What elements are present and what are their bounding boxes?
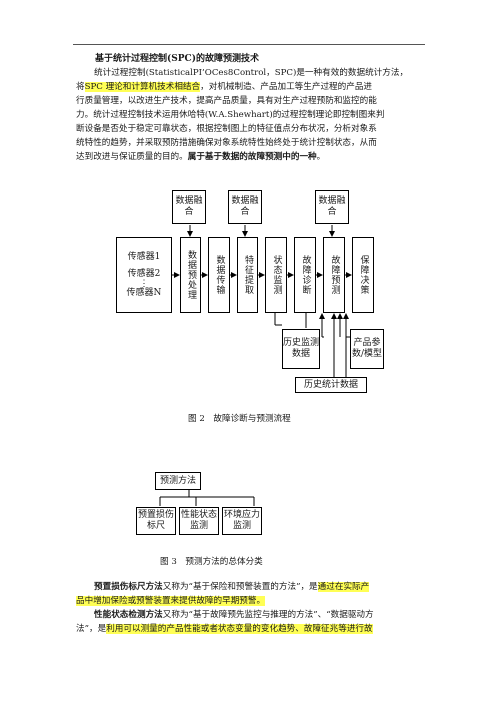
highlight-damage-1: 通过在实际产 (317, 582, 370, 592)
text: 法”，是 (76, 624, 107, 634)
figure-3-caption: 图 3 预测方法的总体分类 (160, 557, 263, 567)
text: 又称为“基于故障预先监控与推理的方法”、“数据驱动方 (162, 610, 374, 620)
predict-method-root: 预测方法 (155, 472, 201, 490)
bold-conclusion: 属于基于数据的故障预测中的一种 (187, 152, 317, 162)
diagnose-label: 故障诊断 (300, 255, 311, 295)
decision-box: 保障决策 (352, 237, 374, 313)
monitor-label: 状态监测 (271, 255, 282, 295)
sensor-2: 传感器2 (127, 268, 161, 279)
history-monitor-box: 历史监测数据 (282, 329, 320, 369)
decision-label: 保障决策 (358, 255, 369, 295)
text: 。 (316, 152, 326, 162)
text: ，对机械制造、产品加工等生产过程的产品进 (200, 82, 373, 92)
data-fusion-box-2: 数据融合 (228, 190, 262, 224)
method-damage-scale: 预置损伤标尺 (136, 507, 176, 535)
figure-2-caption: 图 2 故障诊断与预测流程 (188, 414, 291, 424)
sensor-ellipsis: ⋮ (139, 278, 149, 289)
method-performance-monitor: 性能状态监测 (179, 507, 219, 535)
bold-term-damage: 预置损伤标尺方法 (94, 582, 163, 592)
highlight-performance: 利用可以测量的产品性能或者状态变量的变化趋势、故障征兆等进行故 (106, 624, 373, 634)
data-fusion-box-1: 数据融合 (172, 190, 206, 224)
transmit-label: 数据传输 (214, 255, 225, 295)
section-title: 基于统计过程控制(SPC)的故障预测技术 (95, 54, 259, 64)
preprocess-box: 数据预处理 (180, 237, 201, 313)
para1-line6: 统特性的趋势，并采取预防措施确保对象系统特性始终处于统计控制状态，从而 (76, 138, 377, 148)
text: 将 (76, 82, 85, 92)
predict-box: 故障预测 (323, 237, 345, 313)
transmit-box: 数据传输 (208, 237, 230, 313)
para1-line5: 断设备是否处于稳定可靠状态，根据控制图上的特征值点分布状况，分析对象系 (76, 124, 377, 134)
para2-line2: 品中增加保险或预警装置来提供故障的早期预警。 (76, 595, 421, 609)
diagnose-box: 故障诊断 (294, 237, 316, 313)
predict-label: 故障预测 (329, 255, 340, 295)
feature-box: 特征提取 (237, 237, 258, 313)
para1-line1: 统计过程控制(StatisticalPI’OCes8Control，SPC)是一… (94, 68, 409, 78)
sensors-box: 传感器1 传感器2 ⋮ 传感器N (116, 237, 172, 313)
product-params-box: 产品参数/模型 (350, 329, 384, 369)
header-rule (73, 44, 425, 45)
feature-label: 特征提取 (243, 255, 253, 295)
bold-term-performance: 性能状态检测方法 (94, 610, 163, 620)
data-fusion-box-3: 数据融合 (315, 190, 349, 224)
para2-line1: 预置损伤标尺方法又称为“基于保险和预警装置的方法”，是通过在实际产 (76, 581, 421, 595)
monitor-box: 状态监测 (265, 237, 287, 313)
preprocess-label: 数据预处理 (186, 250, 196, 300)
para1-line3: 行质量管理，以改进生产技术，提高产品质量，具有对生产过程预防和监控的能 (76, 96, 377, 106)
para1-line2: 将SPC 理论和计算机技术相结合，对机械制造、产品加工等生产过程的产品进 (76, 81, 421, 95)
sensor-n: 传感器N (126, 287, 162, 298)
para1-line4: 力。统计过程控制技术运用休哈特(W.A.Shewhart)的过程控制理论即控制图… (76, 110, 385, 120)
para1-line7: 达到改进与保证质量的目的。属于基于数据的故障预测中的一种。 (76, 151, 421, 165)
text: 达到改进与保证质量的目的。 (76, 152, 188, 162)
para3-line2: 法”，是利用可以测量的产品性能或者状态变量的变化趋势、故障征兆等进行故 (76, 623, 421, 637)
sensor-1: 传感器1 (127, 251, 161, 262)
method-environment-stress: 环境应力监测 (222, 507, 262, 535)
history-stats-box: 历史统计数据 (295, 377, 367, 393)
highlight-damage-2: 品中增加保险或预警装置来提供故障的早期预警。 (76, 596, 266, 606)
text: 又称为“基于保险和预警装置的方法”，是 (162, 582, 318, 592)
highlight-spc: SPC 理论和计算机技术相结合 (84, 82, 201, 92)
para3-line1: 性能状态检测方法又称为“基于故障预先监控与推理的方法”、“数据驱动方 (76, 609, 421, 623)
